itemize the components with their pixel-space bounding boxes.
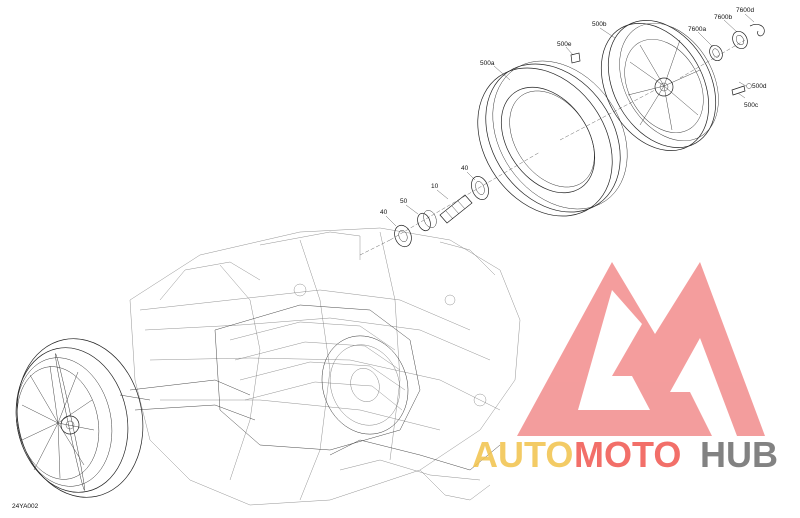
part-500c-shape [731,85,746,96]
assembly-centerlines [359,39,746,256]
label-10: 10 [431,183,439,190]
label-7600a: 7600a [688,26,706,33]
label-7600d: 7600d [736,7,754,14]
rear-tire-500a [477,60,628,217]
front-wheel-drawing [15,338,151,498]
logo-mark [517,262,765,436]
label-500c: 500c [744,102,759,109]
part-50-shape [417,212,431,232]
automotohub-logo: AUTO MOTO HUB [472,262,778,475]
label-500d: 500d [752,83,767,90]
callout-labels: 500a 500b 500e 7600a 7600b 7600d 500d 50… [12,7,767,510]
leader-lines [385,13,755,227]
logo-text-moto: MOTO [574,434,681,475]
part-7600d-shape [749,24,765,37]
part-7600b-shape [732,30,748,50]
label-7600b: 7600b [714,14,732,21]
label-500b: 500b [592,21,607,28]
small-parts [394,24,765,248]
label-500e: 500e [557,41,572,48]
part-500d-shape [746,83,752,89]
logo-text-hub: HUB [700,434,778,475]
logo-text-auto: AUTO [472,434,573,475]
part-40-lower-shape [394,224,412,248]
part-10-shape [439,194,473,224]
label-500a: 500a [480,60,495,67]
label-50: 50 [400,198,408,205]
label-40-lower: 40 [380,209,388,216]
part-40-upper-shape [471,176,489,200]
figure-code: 24YA002 [12,503,39,510]
vehicle-chassis-drawing [129,227,521,506]
part-7600a-shape [709,44,723,62]
part-500e-shape [570,52,581,64]
label-40-upper: 40 [461,165,469,172]
